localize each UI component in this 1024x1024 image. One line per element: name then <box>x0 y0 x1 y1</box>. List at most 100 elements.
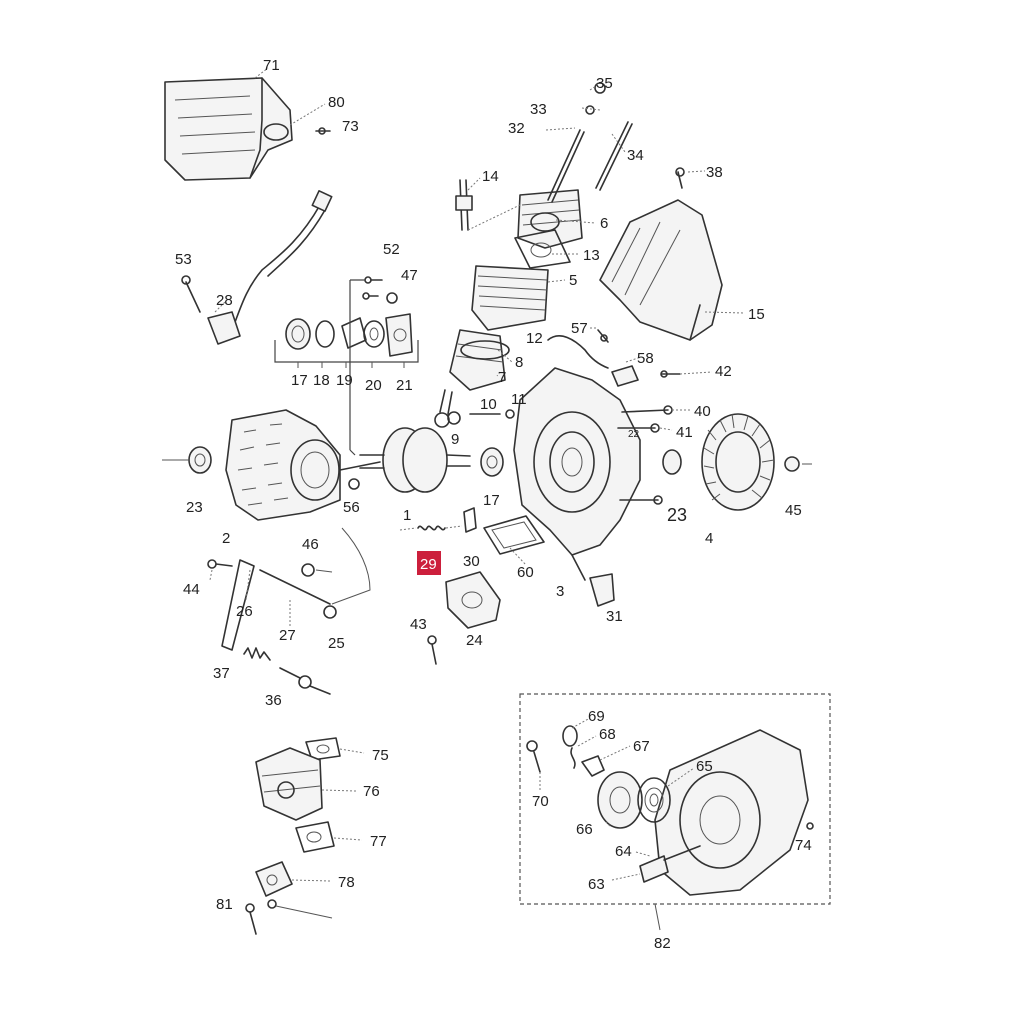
cylinder-shroud-part <box>599 199 723 341</box>
part-label: 28 <box>216 292 233 309</box>
part-label: 13 <box>583 247 600 264</box>
part-label: 56 <box>343 499 360 516</box>
head-gasket-part <box>514 229 571 269</box>
part-label: 64 <box>615 843 632 860</box>
plate-21-part <box>385 313 413 357</box>
air-filter-cover-part <box>164 77 293 181</box>
part-label: 67 <box>633 738 650 755</box>
bearing-17-part <box>285 318 311 350</box>
part-label: 76 <box>363 783 380 800</box>
part-label: 3 <box>556 583 564 600</box>
pulley-66-part <box>597 771 643 829</box>
crankcase-half-3-part <box>513 367 641 581</box>
part-label: 5 <box>569 272 577 289</box>
rope-64-part <box>663 845 701 861</box>
part-label: 31 <box>606 608 623 625</box>
part-label: 9 <box>451 431 459 448</box>
part-label: 82 <box>654 935 671 952</box>
part-label: 81 <box>216 896 233 913</box>
part-label: 14 <box>482 168 499 185</box>
boot-31-part <box>589 573 615 607</box>
part-label: 10 <box>480 396 497 413</box>
part-label: 80 <box>328 94 345 111</box>
part-label: 22 <box>628 429 640 440</box>
part-label: 37 <box>213 665 230 682</box>
highlighted-part-29-label[interactable]: 29 <box>417 551 441 575</box>
pawl-67-part <box>581 755 605 777</box>
carb-gasket-77-part <box>295 821 335 853</box>
part-label: 7 <box>498 369 506 386</box>
clip-36-part <box>279 667 331 695</box>
screw-74-part <box>806 822 814 830</box>
handle-63-part <box>639 855 669 883</box>
stud-bolts-part <box>547 82 633 203</box>
part-label: 71 <box>263 57 280 74</box>
part-label: 38 <box>706 164 723 181</box>
piston-ring-part <box>460 340 510 360</box>
part-label: 73 <box>342 118 359 135</box>
part-label: 17 <box>483 492 500 509</box>
gasket-30-part <box>463 507 477 533</box>
flywheel-part <box>701 413 775 511</box>
bearing-23b-part <box>662 449 682 475</box>
nut-25-part <box>323 605 337 619</box>
carburetor-76-part <box>255 747 323 821</box>
part-label: 75 <box>372 747 389 764</box>
part-label: 32 <box>508 120 525 137</box>
part-label: 57 <box>571 320 588 337</box>
part-label: 41 <box>676 424 693 441</box>
part-label: 34 <box>627 147 644 164</box>
screws-52-47-part <box>362 276 398 304</box>
screw-44-part <box>207 559 233 569</box>
part-label: 68 <box>599 726 616 743</box>
part-label: 30 <box>463 553 480 570</box>
part-label-highlighted[interactable]: 29 <box>420 556 437 573</box>
wire-12-part <box>547 335 609 369</box>
spring-29-part <box>417 525 446 531</box>
part-label: 23 <box>667 505 687 525</box>
washer-69-part <box>562 725 578 747</box>
part-label: 65 <box>696 758 713 775</box>
part-label: 20 <box>365 377 382 394</box>
part-label: 35 <box>596 75 613 92</box>
clip-58-part <box>611 365 639 387</box>
screw-42-part <box>660 370 681 378</box>
part-label: 24 <box>466 632 483 649</box>
bolt-43-part <box>427 635 437 665</box>
gasket-19-part <box>341 317 367 349</box>
crankcase-half-2-part <box>225 409 381 521</box>
part-label: 11 <box>511 391 527 408</box>
part-label: 21 <box>396 377 413 394</box>
cylinder-part <box>471 265 549 331</box>
part-label: 40 <box>694 403 711 420</box>
clip-11-part <box>505 409 515 419</box>
part-label: 33 <box>530 101 547 118</box>
nut-45-part <box>784 456 800 472</box>
crankshaft-part <box>359 427 471 493</box>
bearing-17b-part <box>480 447 504 477</box>
part-label: 74 <box>795 837 812 854</box>
bearing-23a-part <box>188 446 212 474</box>
bracket-26-part <box>221 559 255 651</box>
spring-68-part <box>570 747 576 769</box>
intake-24-part <box>445 571 501 629</box>
piston-part <box>449 329 506 391</box>
cylinder-head-part <box>517 189 583 249</box>
screw-70-part <box>526 740 541 773</box>
switch-57-part <box>597 329 609 343</box>
carb-gasket-75-part <box>305 737 341 761</box>
screw-53-part <box>181 275 201 313</box>
spark-plug-wire-part <box>207 189 333 345</box>
part-label: 18 <box>313 372 330 389</box>
screw-38-part <box>675 167 685 189</box>
part-label: 15 <box>748 306 765 323</box>
part-label: 45 <box>785 502 802 519</box>
part-label: 69 <box>588 708 605 725</box>
part-label: 52 <box>383 241 400 258</box>
part-label: 77 <box>370 833 387 850</box>
screw-56-part <box>348 478 360 490</box>
part-label: 63 <box>588 876 605 893</box>
carb-flange-78-part <box>255 861 293 897</box>
part-label: 78 <box>338 874 355 891</box>
